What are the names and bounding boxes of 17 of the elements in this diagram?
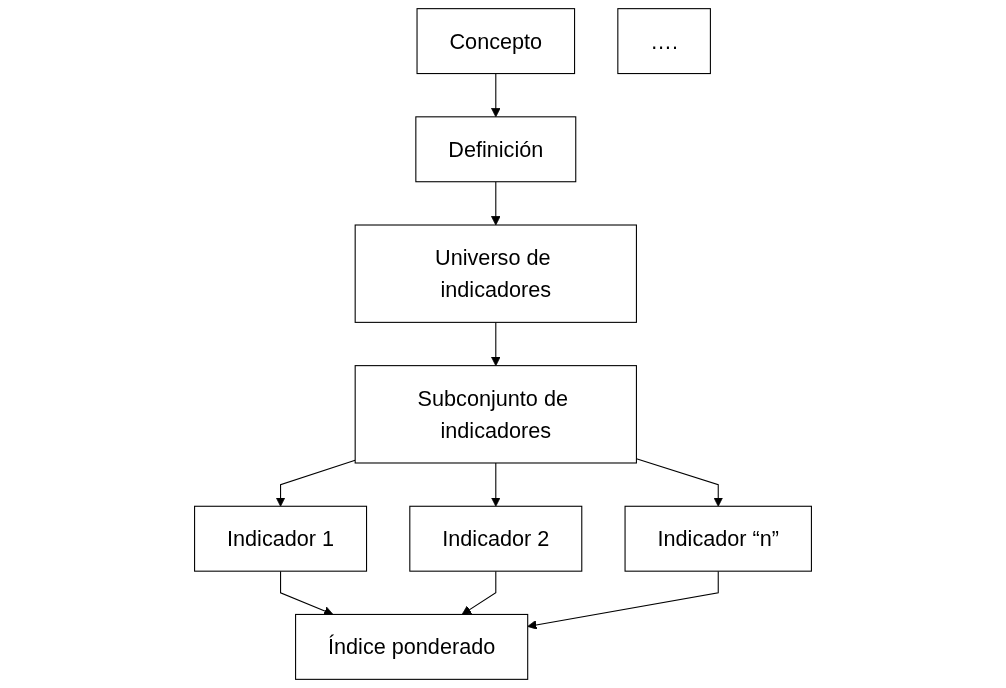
node-box: Universo de indicadores — [354, 224, 637, 323]
node-box: Subconjunto de indicadores — [354, 365, 637, 464]
arrow — [491, 462, 501, 507]
arrow — [275, 459, 356, 507]
node-box: …. — [617, 8, 711, 75]
arrow — [527, 570, 719, 630]
node-box: Definición — [415, 116, 577, 183]
arrow — [461, 570, 497, 615]
node-box: Índice ponderado — [295, 613, 529, 680]
arrow — [491, 73, 501, 118]
node-box: Indicador 1 — [194, 505, 368, 572]
arrow — [280, 570, 334, 616]
node-box: Indicador 2 — [409, 505, 583, 572]
node-box: Indicador “n” — [624, 505, 812, 572]
node-box: Concepto — [416, 8, 576, 75]
arrow — [491, 321, 501, 367]
arrow — [491, 181, 501, 226]
